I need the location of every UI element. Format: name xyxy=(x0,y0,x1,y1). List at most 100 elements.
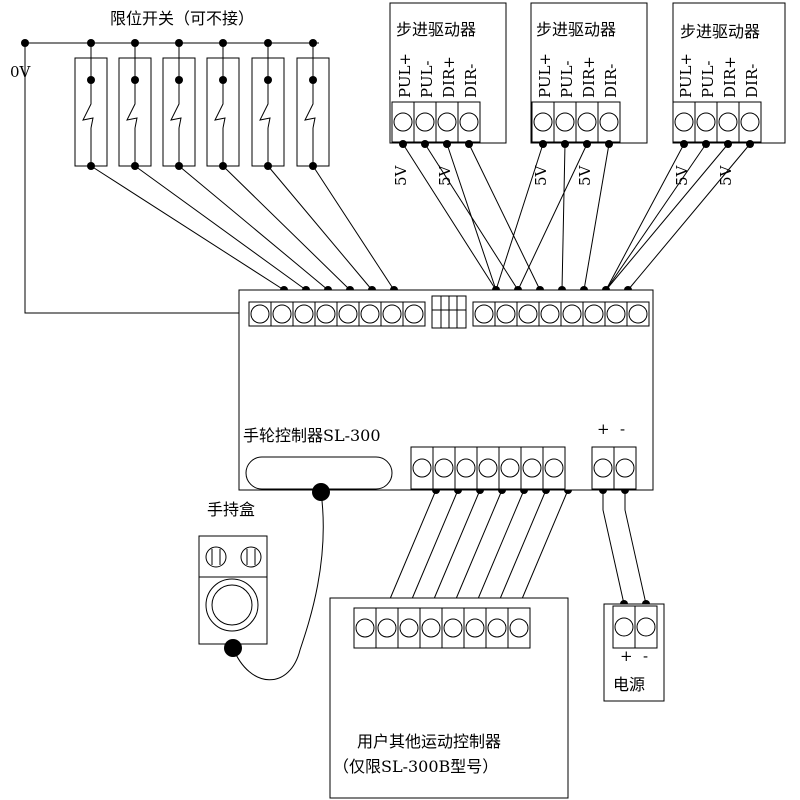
driver-terminal-node xyxy=(702,140,710,148)
terminal-screw xyxy=(593,458,613,478)
terminal-screw xyxy=(437,112,457,132)
driver-wire xyxy=(605,143,707,291)
driver-terminal-label: PUL+ xyxy=(677,53,695,98)
terminal-screw xyxy=(509,618,529,638)
controller-power-label: - xyxy=(620,420,625,438)
terminal-screw xyxy=(272,304,292,324)
handheld-wheel-inner xyxy=(211,584,253,626)
switch-contact xyxy=(259,98,271,129)
handheld-button xyxy=(240,546,262,568)
driver-wire xyxy=(561,143,566,291)
power-wire xyxy=(602,490,625,605)
terminal-screw xyxy=(399,618,419,638)
switch-node xyxy=(131,39,139,47)
terminal-screw xyxy=(696,112,716,132)
terminal-screw xyxy=(434,458,454,478)
user-controller-wire xyxy=(452,489,503,607)
switch-contact xyxy=(304,98,316,129)
limit-switches-title: 限位开关（可不接） xyxy=(110,9,254,28)
terminal-screw xyxy=(404,304,424,324)
cable-plug xyxy=(224,639,242,657)
switch-wire xyxy=(90,165,285,291)
supply-label: 5V xyxy=(532,164,550,186)
terminal-screw xyxy=(614,617,634,637)
driver-terminal-node xyxy=(583,140,591,148)
switch-contact xyxy=(82,98,94,129)
switch-contact xyxy=(126,98,138,129)
switch-node xyxy=(264,39,272,47)
driver-terminal-strip xyxy=(672,101,762,143)
user-controller-wire xyxy=(430,489,481,607)
driver-terminal-label: DIR+ xyxy=(440,56,458,98)
terminal-screw xyxy=(577,112,597,132)
driver-supply-labels: 5V 5V xyxy=(532,164,594,186)
driver-wire xyxy=(627,143,751,291)
driver-terminal-label: PUL- xyxy=(418,61,436,99)
terminal-screw xyxy=(250,304,270,324)
driver-terminal-label: PUL+ xyxy=(536,53,554,98)
limit-switch xyxy=(296,39,330,170)
terminal-screw xyxy=(316,304,336,324)
switch-wire xyxy=(134,165,307,291)
terminal-screw xyxy=(474,304,494,324)
limit-switch xyxy=(118,39,152,170)
driver-terminal-node xyxy=(465,140,473,148)
switch-wire xyxy=(222,165,351,291)
driver-terminal-labels: PUL+PUL-DIR+DIR- xyxy=(536,53,620,98)
driver-terminal-node xyxy=(605,140,613,148)
user-controller-subtitle: （仅限SL-300B型号） xyxy=(333,757,498,776)
driver-2-title: 步进驱动器 xyxy=(536,20,616,39)
terminal-screw xyxy=(382,304,402,324)
terminal-screw xyxy=(412,458,432,478)
switch-node xyxy=(219,76,227,84)
terminal-screw xyxy=(443,618,463,638)
terminal-screw xyxy=(294,304,314,324)
supply-label: 5V xyxy=(717,164,735,186)
terminal-screw xyxy=(377,618,397,638)
terminal-screw xyxy=(360,304,380,324)
handheld-box xyxy=(198,535,268,645)
switch-node xyxy=(87,162,95,170)
driver-terminal-node xyxy=(399,140,407,148)
terminal-screw xyxy=(555,112,575,132)
switch-node xyxy=(309,76,317,84)
ground-wire xyxy=(24,43,256,314)
handheld-title: 手持盒 xyxy=(207,500,255,519)
handheld-button xyxy=(205,546,227,568)
user-controller-wire xyxy=(386,489,437,607)
switch-node xyxy=(131,162,139,170)
controller-output-terminals xyxy=(472,301,650,327)
terminal-screw xyxy=(544,458,564,478)
switch-node xyxy=(309,39,317,47)
user-controller-terminals xyxy=(353,607,531,649)
limit-switch xyxy=(162,39,196,170)
switch-wire xyxy=(267,165,373,291)
ground-node xyxy=(21,39,29,47)
driver-terminal-node xyxy=(724,140,732,148)
labels: 限位开关（可不接） 0V 步进驱动器 步进驱动器 步进驱动器 手轮控制器SL-3… xyxy=(10,9,760,776)
driver-wire xyxy=(446,143,497,291)
driver-terminal-labels: PUL+PUL-DIR+DIR- xyxy=(396,53,480,98)
terminal-screw xyxy=(599,112,619,132)
terminal-screw xyxy=(456,458,476,478)
switch-node xyxy=(264,162,272,170)
driver-1-title: 步进驱动器 xyxy=(396,20,476,39)
terminal-screw xyxy=(459,112,479,132)
terminal-screw xyxy=(415,112,435,132)
terminal-screw xyxy=(518,304,538,324)
terminal-screw xyxy=(338,304,358,324)
switch-node xyxy=(175,76,183,84)
terminal-screw xyxy=(500,458,520,478)
terminal-screw xyxy=(533,112,553,132)
terminal-screw xyxy=(615,458,635,478)
switch-node xyxy=(131,76,139,84)
driver-wire xyxy=(583,143,610,291)
driver-wire xyxy=(517,143,588,291)
terminal-screw xyxy=(478,458,498,478)
supply-label: 5V xyxy=(576,164,594,186)
terminal-screw xyxy=(496,304,516,324)
driver-terminal-node xyxy=(561,140,569,148)
